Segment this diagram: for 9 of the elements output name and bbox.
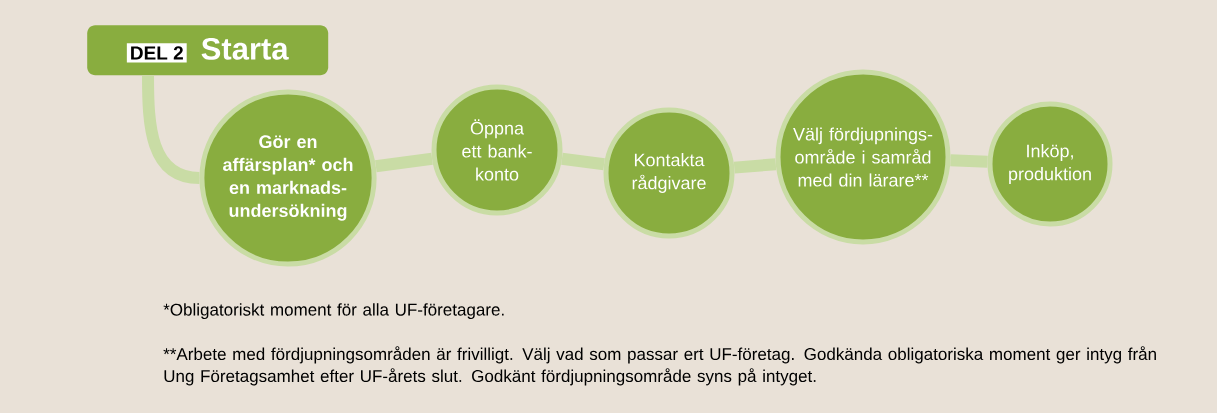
connector-line bbox=[561, 152, 605, 171]
connector-line bbox=[375, 152, 433, 173]
footnote: **Arbete med fördjupningsområden är frivilligt. Välj vad som passar ert UF-företag. Godkända obligatoriska moment ger intyg från Ung Företagsamhet efter UF-årets slut. Godkänt fördjupningsområde syns på intyget. bbox=[163, 346, 1156, 386]
footnote: *Obligatoriskt moment för alla UF-företagare. bbox=[163, 303, 504, 320]
connector-line bbox=[950, 154, 988, 168]
header-box bbox=[87, 25, 329, 76]
title-text: Starta bbox=[201, 37, 289, 60]
connector-line bbox=[733, 158, 777, 174]
badge-label: DEL 2 bbox=[126, 43, 187, 63]
